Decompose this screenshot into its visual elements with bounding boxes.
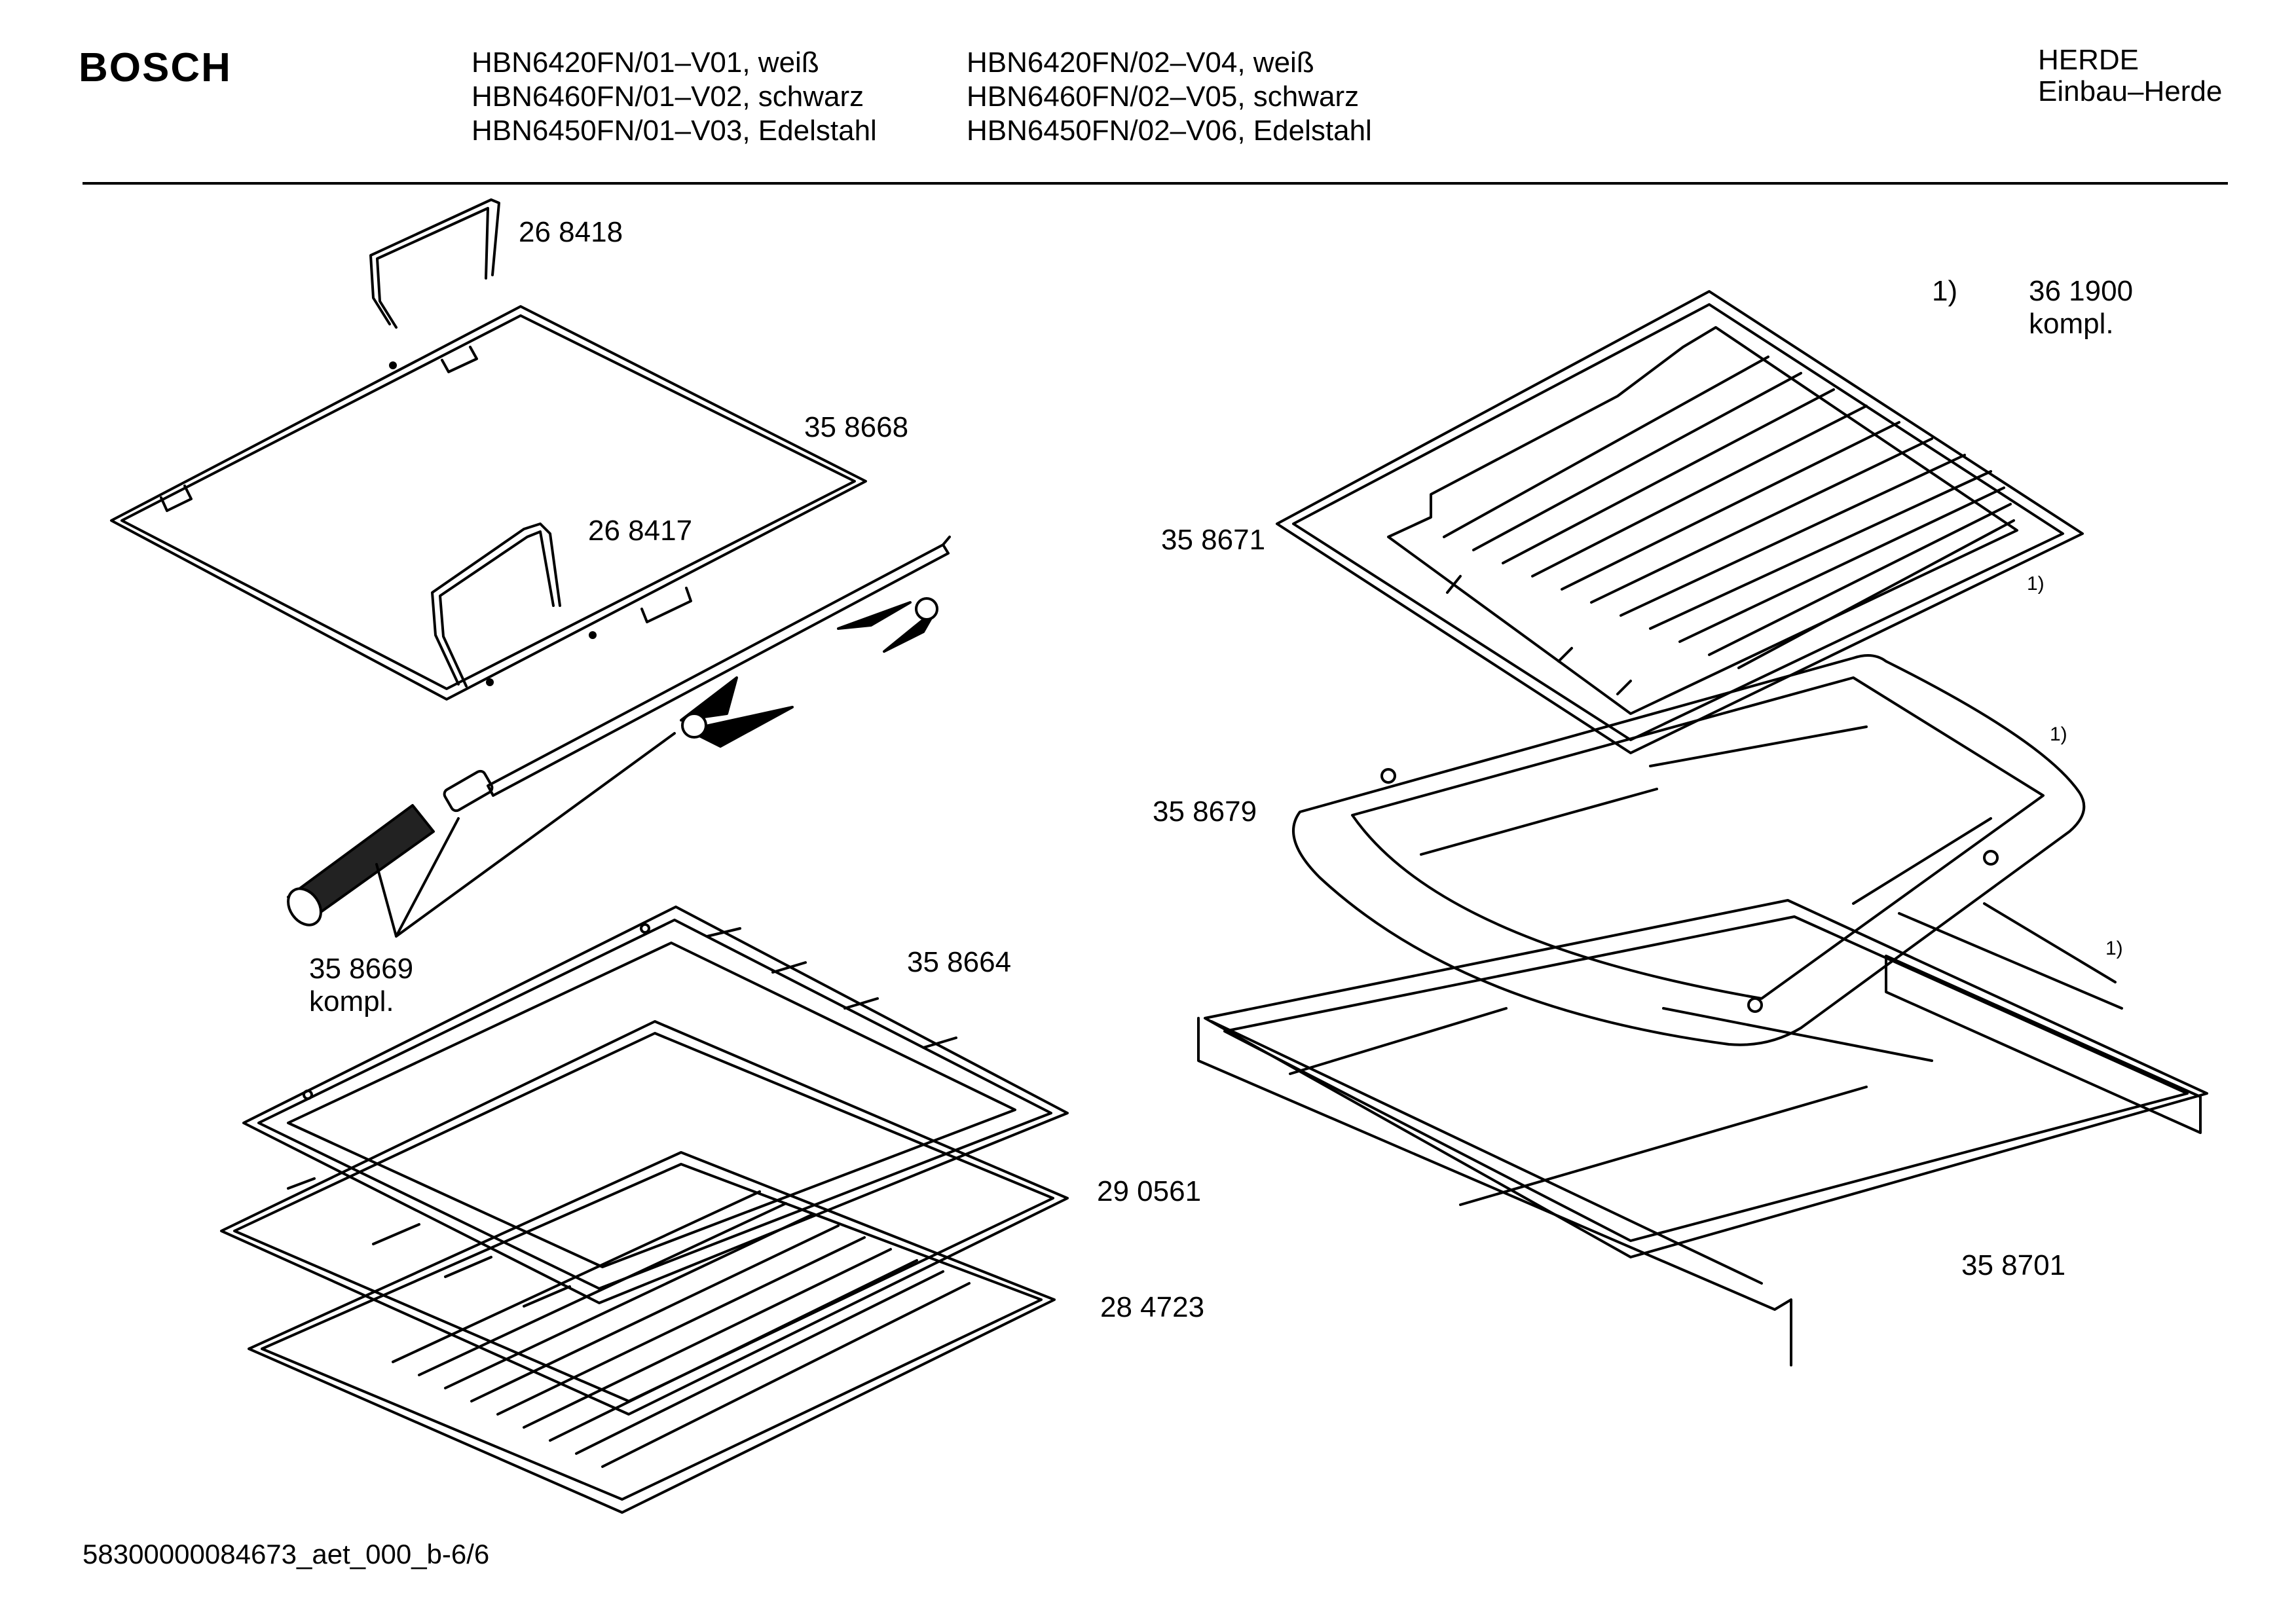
rotisserie-spit: [287, 536, 951, 938]
model-entry: HBN6450FN/01–V03, Edelstahl: [472, 115, 877, 147]
part-label-361900: 36 1900: [2029, 275, 2134, 307]
wire-handle-lower: [431, 522, 561, 687]
model-entry: HBN6460FN/01–V02, schwarz: [472, 81, 864, 113]
note-marker-legend: 1): [1932, 275, 1958, 307]
wire-handle-upper: [369, 198, 500, 329]
enamel-tray: [220, 1020, 1069, 1416]
part-label-358668: 35 8668: [804, 411, 909, 443]
category-title: HERDE: [2038, 44, 2139, 76]
telescopic-rails: [1197, 899, 2208, 1366]
note-marker: 1): [2050, 724, 2067, 745]
model-entry: HBN6460FN/02–V05, schwarz: [967, 81, 1360, 113]
model-list-right: HBN6420FN/02–V04, weiß HBN6460FN/02–V05,…: [967, 46, 1372, 148]
document-id: 58300000084673_aet_000_b-6/6: [83, 1539, 490, 1569]
part-label-358669: 35 8669: [309, 953, 414, 985]
part-label-358669-suffix: kompl.: [309, 985, 394, 1017]
part-label-358679: 35 8679: [1153, 796, 1257, 828]
model-entry: HBN6450FN/02–V06, Edelstahl: [967, 115, 1372, 147]
part-label-358664: 35 8664: [907, 946, 1012, 978]
part-label-358671: 35 8671: [1161, 524, 1266, 556]
model-entry: HBN6420FN/02–V04, weiß: [967, 46, 1314, 79]
grill-insert: [1276, 290, 2084, 754]
part-label-284723: 28 4723: [1100, 1291, 1205, 1323]
category-subtitle: Einbau–Herde: [2038, 75, 2223, 107]
part-label-361900-suffix: kompl.: [2029, 308, 2114, 340]
part-label-268417: 26 8417: [588, 515, 693, 547]
part-label-290561: 29 0561: [1097, 1175, 1202, 1207]
part-label-358701: 35 8701: [1961, 1249, 2066, 1281]
glass-pan: [1292, 654, 2086, 1046]
model-entry: HBN6420FN/01–V01, weiß: [472, 46, 819, 79]
note-marker: 1): [2105, 938, 2123, 959]
header-divider: [83, 182, 2228, 185]
model-list-left: HBN6420FN/01–V01, weiß HBN6460FN/01–V02,…: [472, 46, 877, 148]
grid-rack: [248, 1151, 1056, 1514]
note-marker: 1): [2027, 573, 2045, 595]
wire-rack-frame: [110, 305, 867, 701]
part-label-268418: 26 8418: [519, 216, 623, 248]
brand-logo: BOSCH: [79, 45, 232, 90]
category-block: HERDE Einbau–Herde: [2038, 45, 2222, 107]
